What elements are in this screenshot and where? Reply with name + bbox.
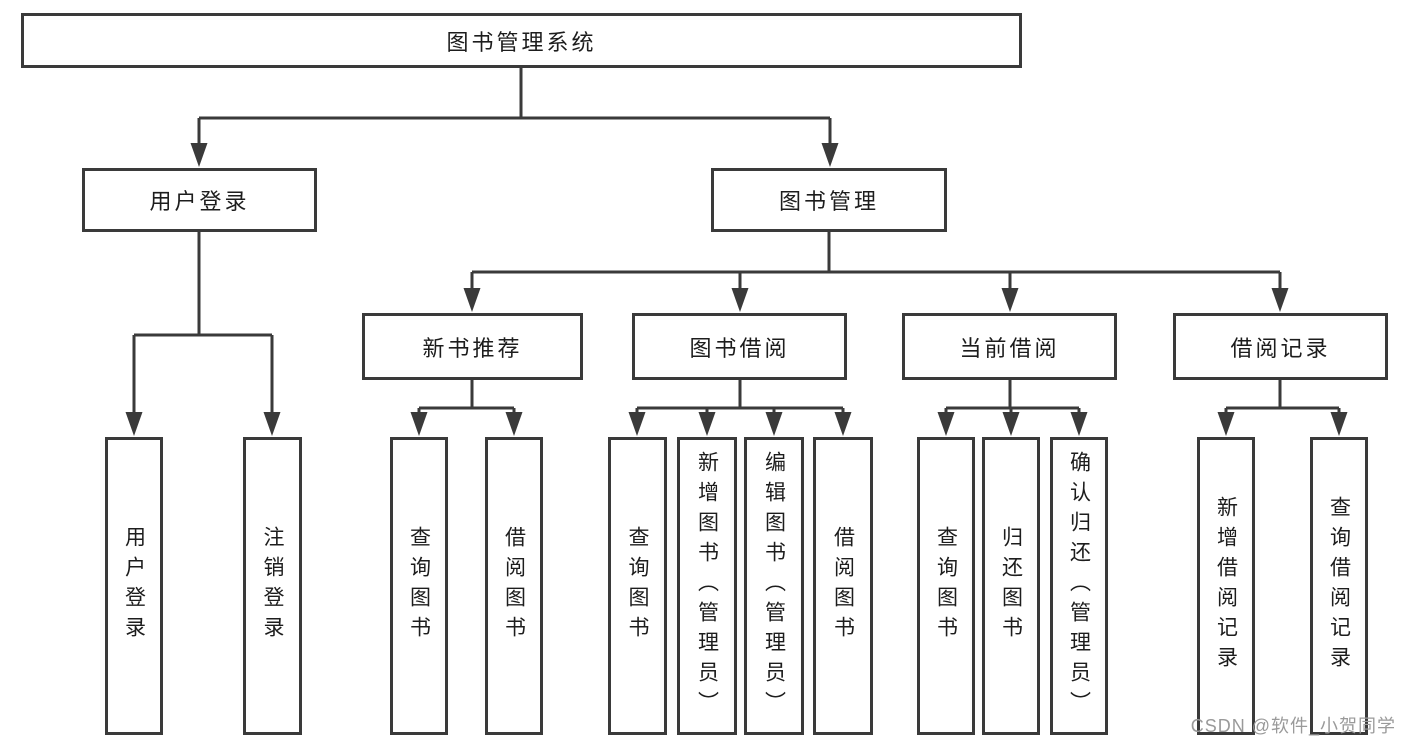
leaf-return-books: 归还图书 [982, 437, 1040, 735]
leaf-query-books-current: 查询图书 [917, 437, 975, 735]
connector-root-to-level2 [197, 68, 832, 152]
leaf-borrow-books: 借阅图书 [813, 437, 873, 735]
connector-user-login-group [132, 232, 274, 420]
leaf-confirm-return-admin: 确认归还（管理员） [1050, 437, 1108, 735]
leaf-edit-books-admin: 编辑图书（管理员） [744, 437, 804, 735]
leaf-query-books-borrow: 查询图书 [608, 437, 667, 735]
node-root-library-system: 图书管理系统 [21, 13, 1022, 68]
leaf-user-login: 用户登录 [105, 437, 163, 735]
node-current-borrow: 当前借阅 [902, 313, 1117, 380]
connector-borrow-records-group [1224, 380, 1341, 420]
leaf-query-books-recommend: 查询图书 [390, 437, 448, 735]
node-book-borrow: 图书借阅 [632, 313, 847, 380]
node-new-book-recommend: 新书推荐 [362, 313, 583, 380]
leaf-add-books-admin: 新增图书（管理员） [677, 437, 737, 735]
connector-book-mgmt-group [470, 232, 1282, 296]
node-user-login: 用户登录 [82, 168, 317, 232]
arrowheads [125, 143, 1348, 436]
csdn-watermark: CSDN @软件_小贺同学 [1190, 716, 1396, 736]
node-book-management: 图书管理 [711, 168, 947, 232]
node-borrow-records: 借阅记录 [1173, 313, 1388, 380]
leaf-query-borrow-record: 查询借阅记录 [1310, 437, 1368, 735]
leaf-borrow-books-recommend: 借阅图书 [485, 437, 543, 735]
leaf-add-borrow-record: 新增借阅记录 [1197, 437, 1255, 735]
connector-new-books-group [417, 380, 516, 420]
leaf-logout: 注销登录 [243, 437, 302, 735]
connector-book-borrow-group [635, 380, 845, 420]
